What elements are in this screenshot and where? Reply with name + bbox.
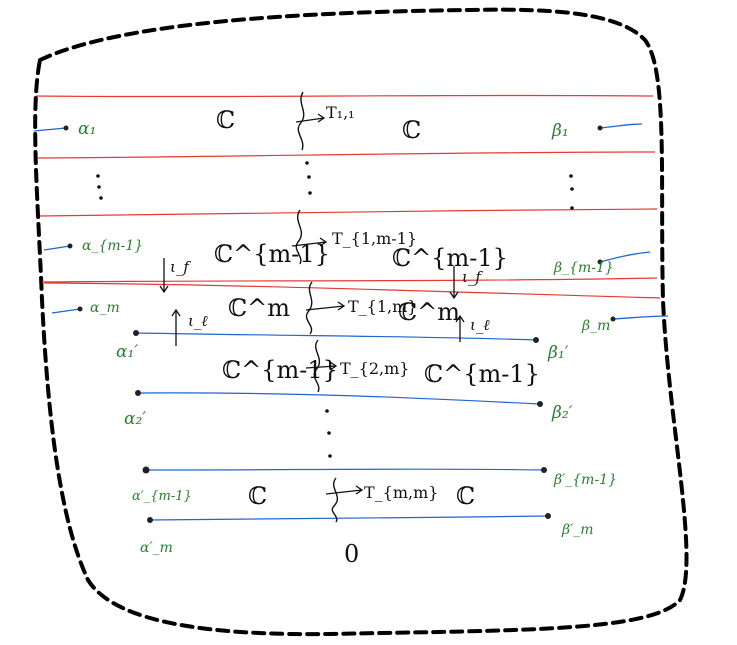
space-rowm-left: ℂ^m xyxy=(228,294,290,322)
label-beta-m1: β_{m-1} xyxy=(553,260,614,276)
label-alpha-m: α_m xyxy=(90,300,120,316)
label-beta-1-prime: β₁′ xyxy=(547,343,569,363)
inclusion-arrows xyxy=(159,258,465,346)
blue-line-4 xyxy=(149,515,549,521)
space-rowlast-right: ℂ xyxy=(456,482,475,510)
blue-line-3 xyxy=(145,468,545,471)
space-rowm1-right: ℂ^{m-1} xyxy=(392,244,508,272)
red-line-4 xyxy=(41,277,658,283)
space-rowm1-left: ℂ^{m-1} xyxy=(214,240,330,268)
blue-line-1 xyxy=(135,332,537,341)
red-line-5 xyxy=(43,282,661,299)
squiggles xyxy=(295,91,339,523)
label-beta-m1-prime: β′_{m-1} xyxy=(553,472,617,488)
red-line-2 xyxy=(37,151,656,159)
label-strokes xyxy=(33,123,669,320)
inclusion-ll-right: ι_ℓ xyxy=(470,316,490,334)
label-alpha-2-prime: α₂′ xyxy=(124,409,146,429)
map-tmm: T_{m,m} xyxy=(364,483,438,502)
blue-endpoints xyxy=(133,330,551,523)
label-alpha-1-prime: α₁′ xyxy=(116,342,138,362)
inclusion-lf-right: ι_f xyxy=(462,268,483,286)
dashed-boundary xyxy=(33,7,689,637)
ellipsis-dots xyxy=(96,161,574,458)
space-row1-left: ℂ xyxy=(216,106,235,134)
label-alpha-m-prime: α′_m xyxy=(140,540,173,556)
blue-lines xyxy=(135,332,549,521)
space-row2-left: ℂ^{m-1} xyxy=(222,356,338,384)
label-beta-2-prime: β₂′ xyxy=(551,403,573,423)
space-row2-right: ℂ^{m-1} xyxy=(424,360,540,388)
space-row1-right: ℂ xyxy=(402,116,421,144)
blue-line-2 xyxy=(137,392,541,405)
map-t2m: T_{2,m} xyxy=(340,359,409,378)
label-alpha-m1: α_{m-1} xyxy=(82,238,143,254)
map-t1m1: T_{1,m-1} xyxy=(332,229,417,248)
space-rowlast-left: ℂ xyxy=(248,482,267,510)
label-alpha-m1-prime: α′_{m-1} xyxy=(132,489,192,504)
label-beta-m: β_m xyxy=(581,318,610,334)
inclusion-ll-left: ι_ℓ xyxy=(188,312,208,330)
space-rowm-right: ℂ^m xyxy=(398,298,460,326)
label-beta-1: β₁ xyxy=(551,121,569,141)
label-beta-m-prime: β′_m xyxy=(561,522,594,538)
red-line-1 xyxy=(35,94,654,98)
label-alpha-1: α₁ xyxy=(78,119,96,139)
red-line-3 xyxy=(39,208,658,217)
red-lines xyxy=(35,94,661,299)
map-arrows xyxy=(291,113,364,495)
space-bottom-zero: 0 xyxy=(344,540,359,568)
map-t11: T₁,₁ xyxy=(326,103,355,122)
inclusion-lf-left: ι_f xyxy=(170,258,191,276)
map-t1m: T_{1,m} xyxy=(348,297,417,316)
